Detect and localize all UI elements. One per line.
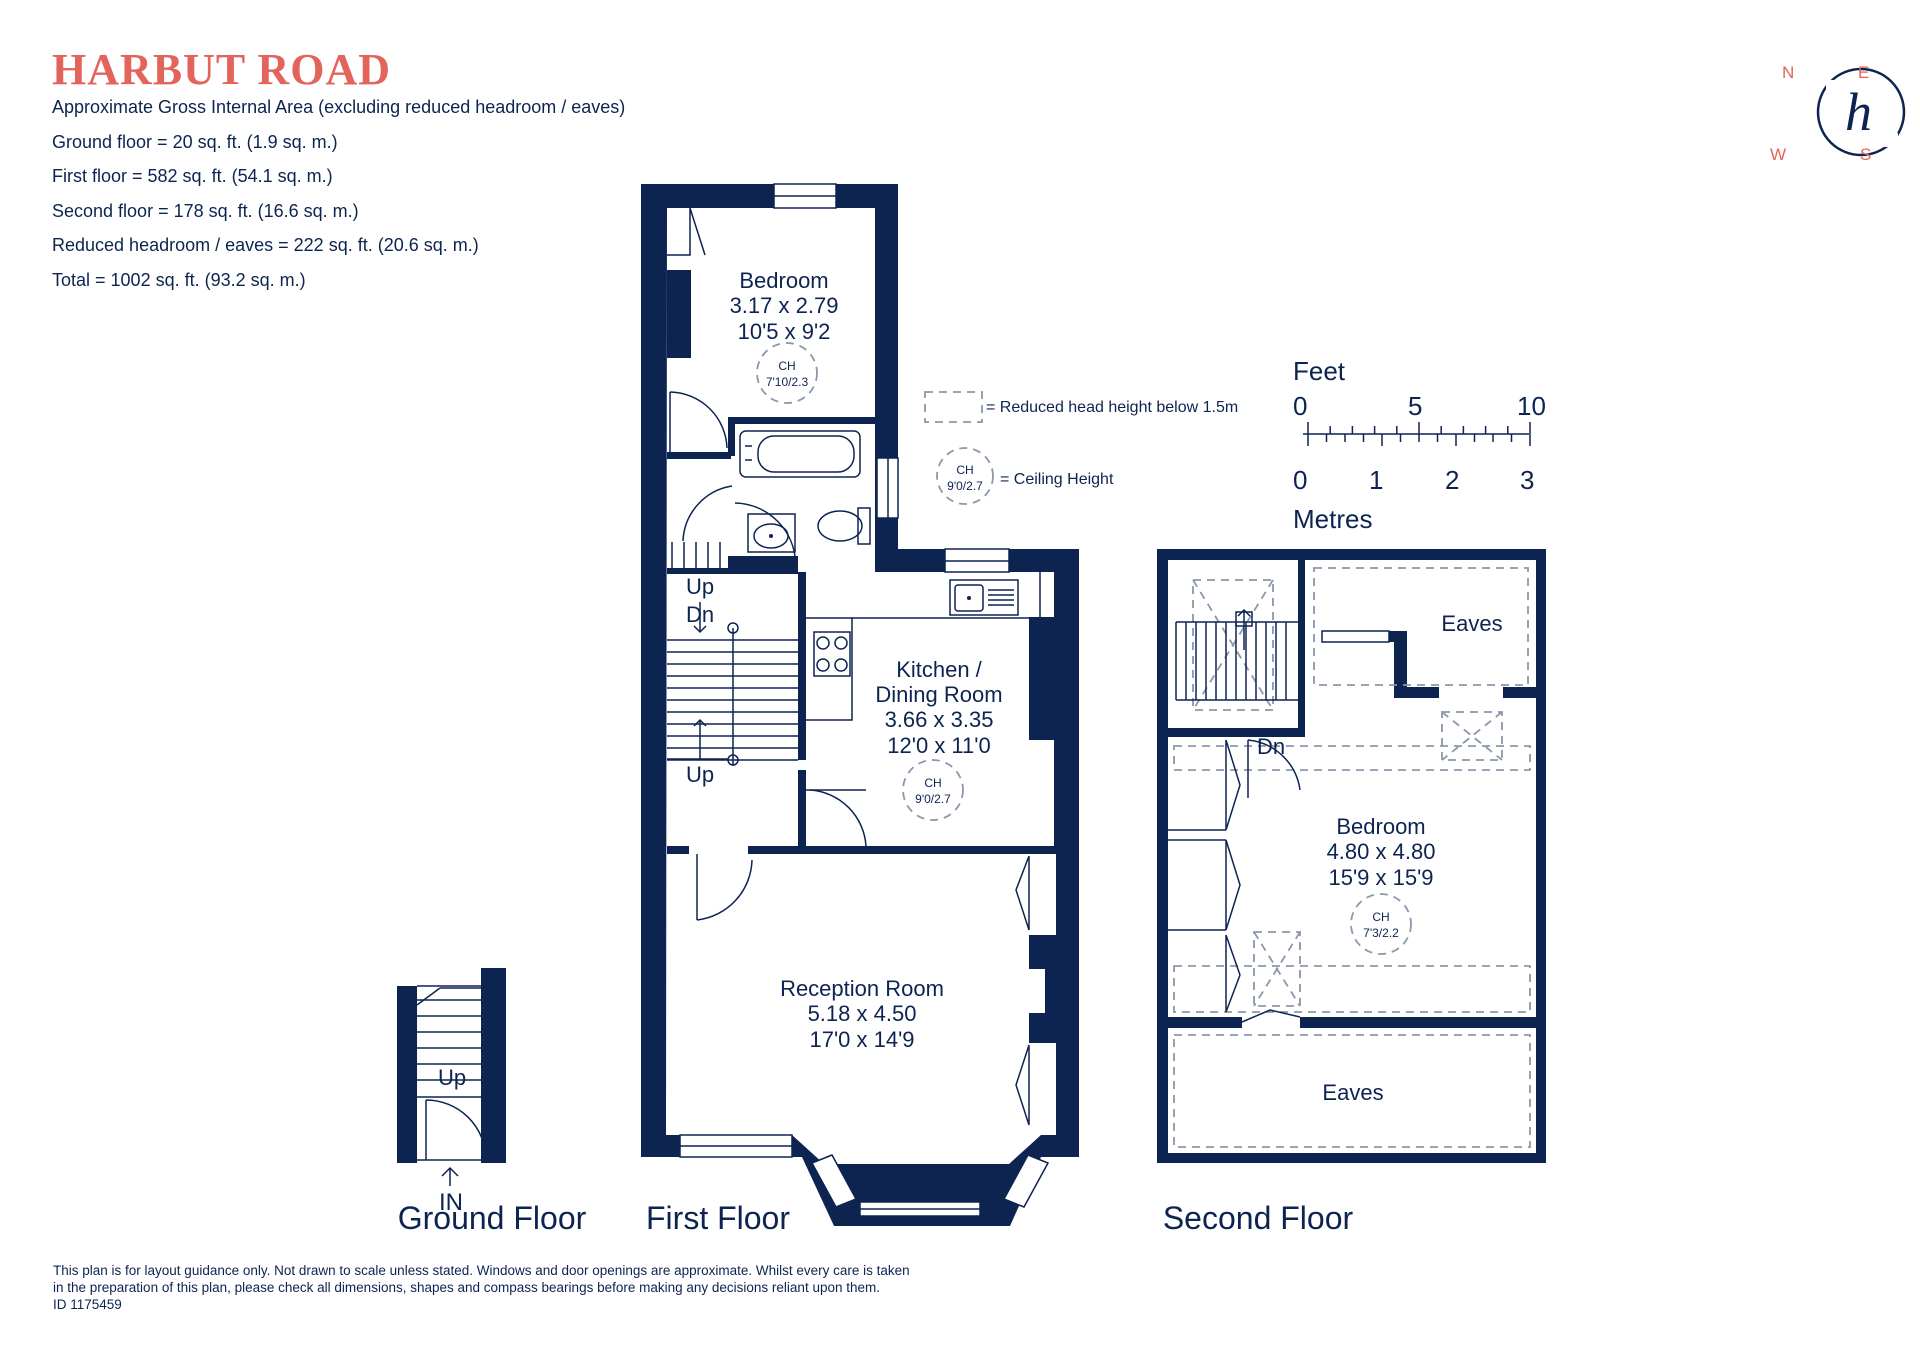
legend-ch-value: 9'0/2.7 (947, 479, 983, 493)
scale-bar: Feet 0 5 10 0 1 2 3 Metres (1293, 356, 1546, 534)
first-bedroom-metric: 3.17 x 2.79 (730, 293, 839, 318)
second-bedroom-metric: 4.80 x 4.80 (1327, 839, 1436, 864)
area-ground-floor: Ground floor = 20 sq. ft. (1.9 sq. m.) (52, 132, 338, 152)
ground-floor-plan: Up IN Ground Floor (397, 968, 587, 1236)
area-second-floor: Second floor = 178 sq. ft. (16.6 sq. m.) (52, 201, 359, 221)
legend-reduced-head: = Reduced head height below 1.5m (986, 399, 1238, 416)
scale-feet-5: 5 (1408, 391, 1422, 421)
area-total: Total = 1002 sq. ft. (93.2 sq. m.) (52, 270, 306, 290)
compass-s: S (1860, 145, 1871, 164)
second-stairs-dn: Dn (1257, 734, 1285, 759)
first-bedroom-ch-label: CH (778, 359, 795, 373)
first-floor-plan: Up Dn Up Bedroom 3.17 x 2.79 10'5 x 9'2 (641, 183, 1079, 1236)
scale-metres-label: Metres (1293, 504, 1372, 534)
compass: N E W S h (1770, 63, 1906, 164)
ground-entrance: IN (439, 1189, 463, 1216)
area-heading: Approximate Gross Internal Area (excludi… (52, 97, 626, 117)
kitchen-name-2: Dining Room (875, 682, 1002, 707)
eaves-bottom: Eaves (1322, 1080, 1383, 1105)
first-bedroom-imperial: 10'5 x 9'2 (738, 319, 831, 344)
ground-stairs (416, 987, 481, 1081)
first-stairs-up-top: Up (686, 574, 714, 599)
first-stairs-up-bottom: Up (686, 762, 714, 787)
second-bedroom-ch: 7'3/2.2 (1363, 926, 1399, 940)
ground-floor-label: Ground Floor (398, 1200, 587, 1236)
scale-metre-0: 0 (1293, 465, 1307, 495)
compass-circle (1816, 67, 1906, 157)
entrance-arrow-icon (441, 1166, 459, 1186)
scale-metre-1: 1 (1369, 465, 1383, 495)
first-bedroom-ch: 7'10/2.3 (766, 375, 809, 389)
kitchen-ch-label: CH (924, 776, 941, 790)
plan-id: ID 1175459 (53, 1297, 122, 1312)
first-stairs-dn: Dn (686, 602, 714, 627)
second-floor-plan: Dn Eaves Eaves Bedroom 4.80 x 4.80 15'9 … (1157, 549, 1546, 1236)
area-first-floor: First floor = 582 sq. ft. (54.1 sq. m.) (52, 166, 333, 186)
kitchen-metric: 3.66 x 3.35 (885, 707, 994, 732)
scale-feet-10: 10 (1517, 391, 1546, 421)
legend-ch-label: CH (956, 463, 973, 477)
sink-drainer-icon (988, 589, 1014, 606)
first-outer-walls (641, 184, 1079, 1226)
legend-dashed-box (924, 391, 983, 423)
disclaimer: This plan is for layout guidance only. N… (53, 1262, 1053, 1313)
ground-left-wall (397, 986, 417, 1163)
second-bedroom-name: Bedroom (1336, 814, 1425, 839)
scale-feet-label: Feet (1293, 356, 1346, 386)
kitchen-left-wall (798, 572, 806, 760)
first-floor-label: First Floor (646, 1200, 790, 1236)
legend-ch-circle (936, 447, 994, 505)
bedroom-chimney (667, 270, 691, 358)
kitchen-name-1: Kitchen / (896, 657, 982, 682)
ground-right-wall (481, 968, 506, 1163)
kitchen-imperial: 12'0 x 11'0 (887, 733, 990, 758)
first-bedroom-name: Bedroom (739, 268, 828, 293)
first-stairs-upper (667, 542, 735, 573)
reception-top-wall (748, 846, 1056, 854)
scale-metre-3: 3 (1520, 465, 1534, 495)
area-reduced-headroom: Reduced headroom / eaves = 222 sq. ft. (… (52, 235, 479, 255)
reception-name: Reception Room (780, 976, 944, 1001)
scale-feet-0: 0 (1293, 391, 1307, 421)
legend: = Reduced head height below 1.5m CH 9'0/… (924, 391, 1238, 505)
page-title: HARBUT ROAD (52, 45, 392, 94)
disclaimer-line-1: This plan is for layout guidance only. N… (53, 1263, 910, 1278)
compass-w: W (1770, 145, 1786, 164)
kitchen-ch: 9'0/2.7 (915, 792, 951, 806)
second-stairs (1175, 621, 1298, 701)
compass-e: E (1858, 63, 1869, 82)
second-bedroom-ch-label: CH (1372, 910, 1389, 924)
logo-mark: h (1845, 82, 1872, 142)
hob-icon (813, 631, 851, 677)
reception-metric: 5.18 x 4.50 (808, 1001, 917, 1026)
legend-ceiling-height: = Ceiling Height (1000, 471, 1114, 488)
ground-stairs-up: Up (438, 1065, 466, 1090)
compass-n: N (1782, 63, 1794, 82)
disclaimer-line-2: in the preparation of this plan, please … (53, 1280, 880, 1295)
scale-metre-2: 2 (1445, 465, 1459, 495)
reception-imperial: 17'0 x 14'9 (809, 1027, 914, 1052)
kitchen-chimney (1029, 617, 1056, 740)
second-bedroom-imperial: 15'9 x 15'9 (1328, 865, 1433, 890)
second-floor-label: Second Floor (1163, 1200, 1354, 1236)
bathroom-top-wall (728, 417, 875, 424)
eaves-top: Eaves (1441, 611, 1502, 636)
